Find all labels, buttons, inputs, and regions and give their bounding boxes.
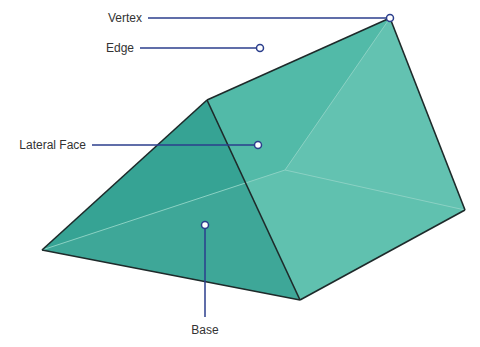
- edge-label: Edge: [106, 41, 134, 55]
- hidden-edges: [42, 18, 465, 250]
- leader-lines: [92, 15, 394, 318]
- prism: [42, 18, 465, 300]
- lateral-face-label: Lateral Face: [19, 138, 86, 152]
- vertex-label: Vertex: [108, 11, 142, 25]
- front-triangle: [42, 100, 300, 300]
- base-label: Base: [191, 323, 218, 337]
- visible-edges: [42, 18, 465, 300]
